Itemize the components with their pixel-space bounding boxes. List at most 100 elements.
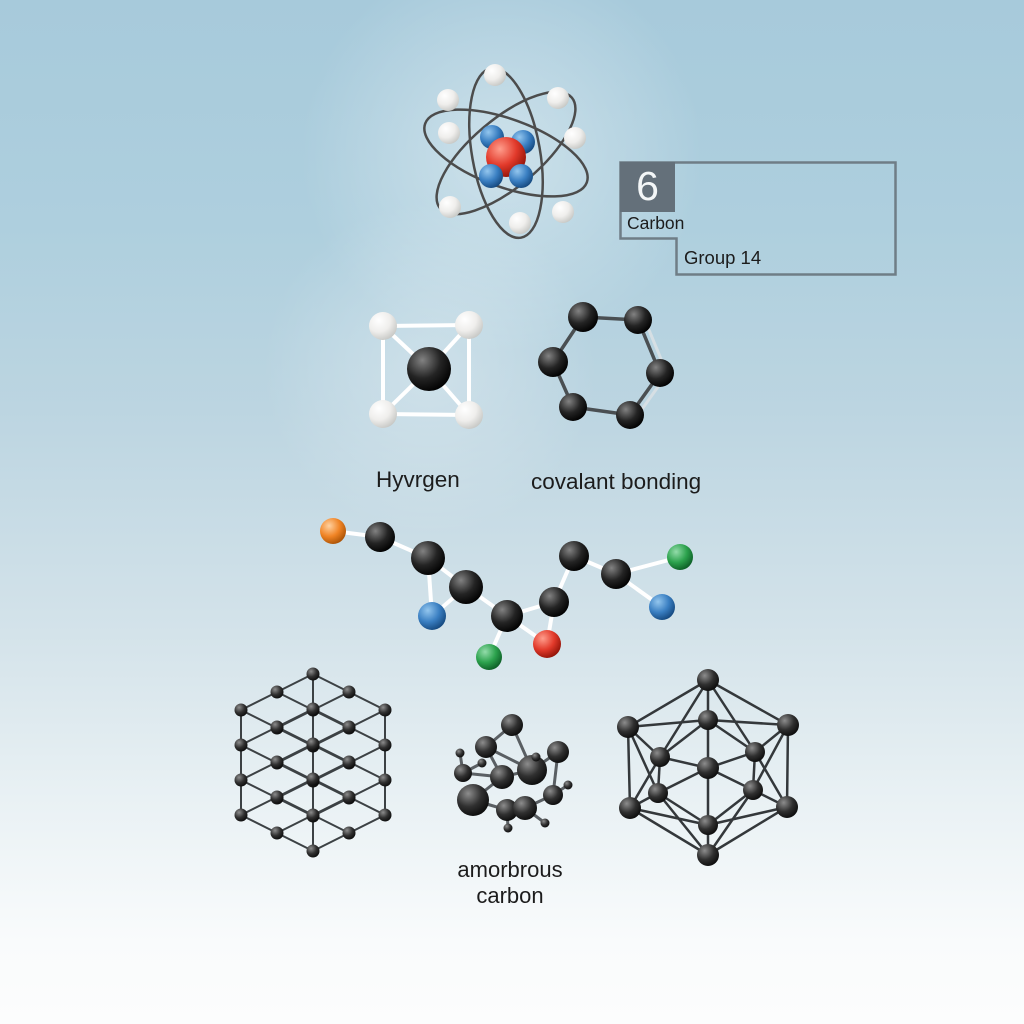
element-name: Carbon [627,213,685,233]
icosahedral-cage-sphere [697,669,719,691]
atom-model-sphere [439,196,461,218]
atom-model-sphere [479,164,503,188]
icosahedral-cage-bond [658,678,710,759]
covalent-ring-sphere [538,347,568,377]
amorphous-carbon-cluster-sphere [477,758,487,768]
amorphous-caption-line2: carbon [476,883,544,908]
icosahedral-cage-sphere [697,844,719,866]
molecular-chain-sphere [667,544,693,570]
icosahedral-cage-bond [706,805,789,857]
covalent-ring-sphere [568,302,598,332]
amorphous-carbon-cluster-sphere [503,823,513,833]
molecular-chain-sphere [491,600,523,632]
icosahedral-cage-sphere [617,716,639,738]
graphite-lattice-sphere [342,685,356,699]
atom-model-sphere [437,89,459,111]
graphite-lattice-sphere [234,738,248,752]
icosahedral-cage-sphere [697,757,719,779]
icosahedral-cage-bond [656,791,710,857]
graphite-lattice-sphere [270,685,284,699]
amorphous-carbon-cluster-sphere [455,748,465,758]
graphite-lattice-sphere [378,703,392,717]
molecular-chain [320,518,693,670]
graphite-lattice-sphere [306,772,320,786]
graphite-lattice-bond [348,691,386,711]
graphite-lattice-sphere [234,703,248,717]
tetrahedron-molecule-sphere [455,401,483,429]
tetrahedron-molecule [369,311,483,429]
atom-model-sphere [438,122,460,144]
tetrahedron-molecule-sphere [369,400,397,428]
graphite-lattice-bond [240,691,278,711]
icosahedral-cage-bond [706,805,789,827]
atom-model-sphere [547,87,569,109]
tetrahedron-molecule-sphere [407,347,451,391]
element-box-outline [619,161,897,276]
molecular-chain-sphere [418,602,446,630]
amorphous-caption-line1: amorbrous [457,857,563,882]
icosahedral-cage-sphere [619,797,641,819]
amorphous-carbon-cluster-sphere [457,784,489,816]
covalent-ring [538,302,674,429]
tetrahedron-molecule-sphere [455,311,483,339]
molecular-chain-sphere [320,518,346,544]
amorphous-carbon-cluster-sphere [543,785,563,805]
graphite-lattice-bond [312,832,350,852]
covalent-ring-sphere [616,401,644,429]
tetrahedron-molecule-bond [381,412,471,417]
amorphous-carbon-cluster-sphere [531,752,541,762]
graphite-lattice-sphere [270,790,284,804]
molecular-chain-sphere [365,522,395,552]
atomic-number-square [620,162,675,212]
graphite-lattice-bond [312,673,350,693]
element-box [619,161,897,276]
atom-model [423,64,589,240]
amorphous-carbon-cluster [454,714,573,833]
atom-model-sphere [509,212,531,234]
icosahedral-cage-sphere [745,742,765,762]
graphite-lattice-bond [348,814,386,834]
tetrahedron-caption: Hyvrgen [376,467,460,492]
molecular-chain-sphere [411,541,445,575]
atom-model-sphere [552,201,574,223]
icosahedral-cage-bond [628,806,710,857]
icosahedral-cage-bond [706,788,755,857]
molecular-chain-sphere [533,630,561,658]
covalent-ring-sphere [624,306,652,334]
amorphous-carbon-cluster-sphere [490,765,514,789]
graphite-lattice-sphere [342,755,356,769]
graphite-lattice-sphere [342,790,356,804]
amorphous-carbon-cluster-sphere [517,755,547,785]
tetrahedron-molecule-sphere [369,312,397,340]
molecular-chain-sphere [449,570,483,604]
icosahedral-cage-bond [706,678,790,727]
graphite-lattice-sphere [306,844,320,858]
graphite-lattice-sphere [378,808,392,822]
graphite-lattice-bond [240,814,278,834]
molecular-chain-sphere [476,644,502,670]
graphite-lattice-sphere [234,808,248,822]
icosahedral-cage-sphere [776,796,798,818]
icosahedral-cage-bond [628,806,710,827]
icosahedral-cage-bond [626,718,710,729]
graphite-lattice-bond [276,673,314,693]
graphite-lattice-sphere [378,773,392,787]
graphite-lattice-sphere [270,755,284,769]
icosahedral-cage-sphere [743,780,763,800]
amorphous-carbon-cluster-sphere [563,780,573,790]
icosahedral-cage-bond [706,678,757,754]
amorphous-carbon-cluster-sphere [501,714,523,736]
graphite-lattice-sphere [234,773,248,787]
tetrahedron-molecule-bond [381,323,471,328]
icosahedral-cage-bond [751,723,790,792]
icosahedral-cage-sphere [777,714,799,736]
amorphous-carbon-cluster-sphere [454,764,472,782]
graphite-lattice-bond [276,832,314,852]
amorphous-carbon-cluster-sphere [540,818,550,828]
atomic-number: 6 [636,162,659,209]
graphite-lattice-sphere [306,702,320,716]
icosahedral-cage-sphere [650,747,670,767]
molecular-chain-sphere [601,559,631,589]
